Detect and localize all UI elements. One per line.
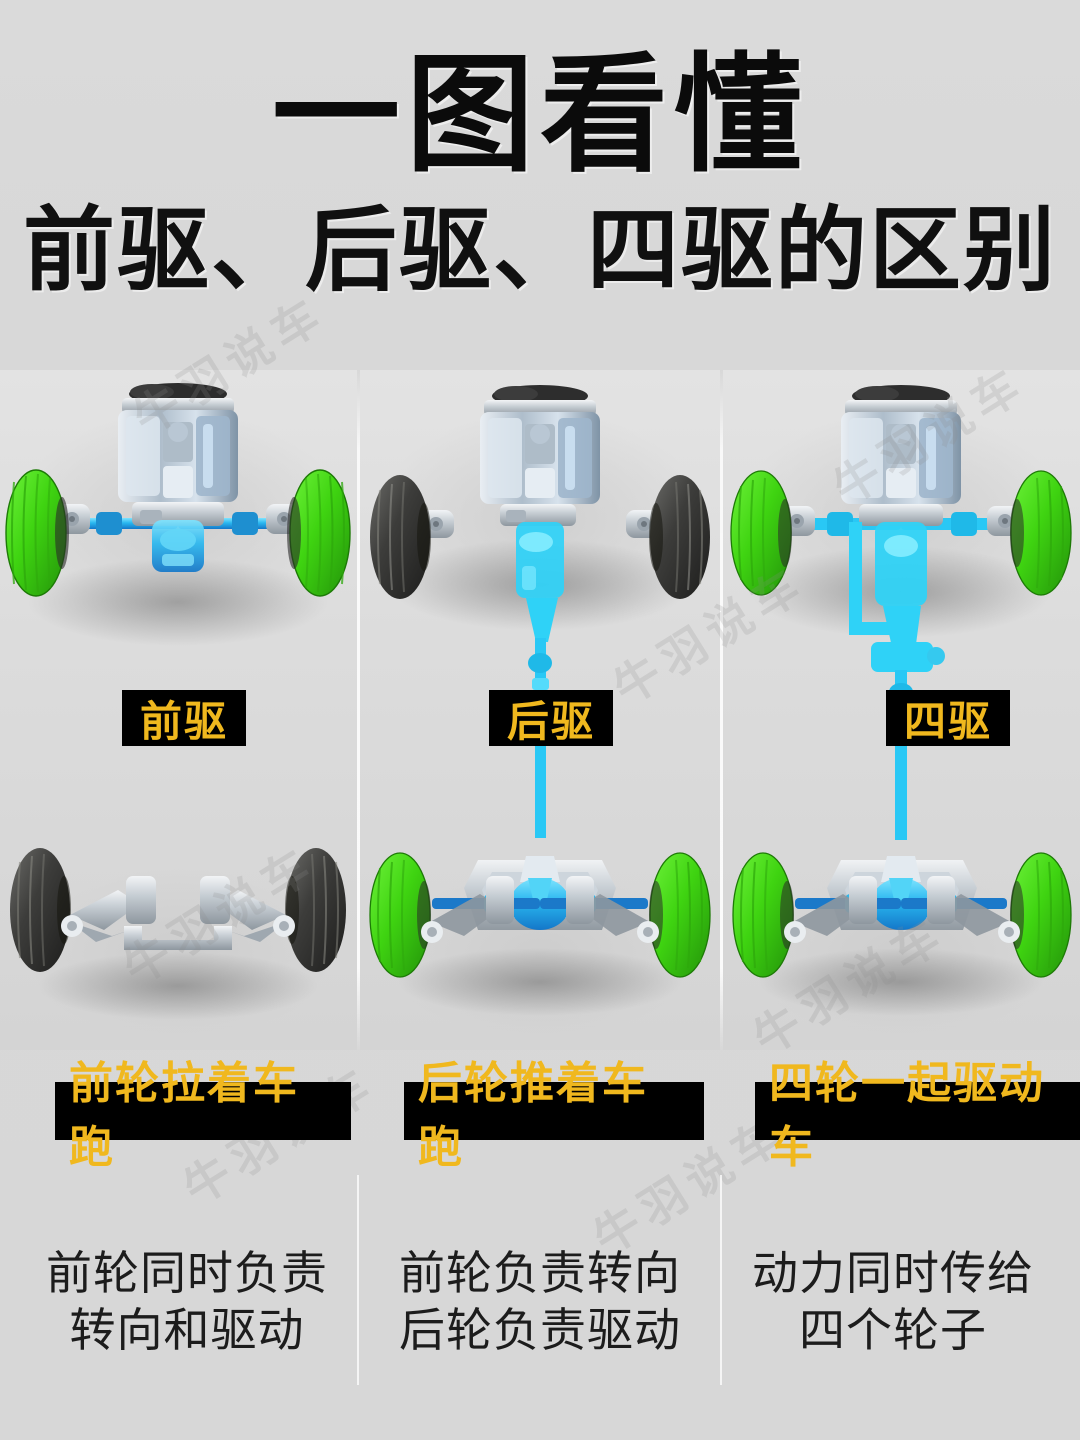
wheel-rear-left (10, 848, 71, 972)
fwd-drivetrain-illustration (5, 383, 351, 1020)
panel-divider-2 (720, 370, 723, 1050)
panel-fwd (0, 370, 357, 1050)
caption-rwd: 后轮推着车跑 (404, 1059, 704, 1172)
front-axle-driven (730, 470, 1072, 596)
panel-divider-1 (357, 370, 360, 1050)
engine-transfer-case-assembly (841, 385, 961, 840)
badge-awd: 四驱 (886, 690, 1010, 746)
wheel-front-right (649, 475, 710, 599)
awd-drivetrain-illustration (730, 385, 1072, 1016)
description-fwd: 前轮同时负责 转向和驱动 (46, 1247, 328, 1357)
description-divider-1 (357, 1175, 359, 1385)
rear-axle-idle (10, 848, 346, 972)
engine-transaxle-assembly (118, 383, 238, 572)
badge-rwd: 后驱 (489, 690, 613, 746)
wheel-front-left (730, 470, 792, 596)
front-axle-driven (5, 469, 351, 597)
description-rwd: 前轮负责转向 后轮负责驱动 (399, 1247, 681, 1357)
caption-fwd: 前轮拉着车跑 (55, 1059, 351, 1172)
badge-fwd: 前驱 (122, 690, 246, 746)
descriptions: 前轮同时负责 转向和驱动 前轮负责转向 后轮负责驱动 动力同时传给 四个轮子 (0, 1245, 1080, 1385)
header: 一图看懂 前驱、后驱、四驱的区别 (0, 0, 1080, 370)
rear-axle-driven (369, 852, 711, 978)
wheel-rear-right (1010, 852, 1072, 978)
front-axle-idle (370, 475, 710, 599)
wheel-front-right (287, 469, 351, 597)
wheel-front-left (5, 469, 69, 597)
description-awd: 动力同时传给 四个轮子 (752, 1247, 1034, 1357)
description-divider-2 (720, 1175, 722, 1385)
wheel-rear-right (285, 848, 346, 972)
wheel-front-left (370, 475, 431, 599)
wheel-rear-left (732, 852, 794, 978)
transfer-case (871, 642, 933, 672)
rear-axle-driven (732, 852, 1072, 978)
page-title: 一图看懂 (271, 44, 808, 187)
wheel-rear-right (649, 852, 711, 978)
page-subtitle: 前驱、后驱、四驱的区别 (22, 200, 1057, 302)
wheel-front-right (1010, 470, 1072, 596)
wheel-rear-left (369, 852, 431, 978)
caption-awd: 四轮一起驱动车 (755, 1059, 1080, 1172)
